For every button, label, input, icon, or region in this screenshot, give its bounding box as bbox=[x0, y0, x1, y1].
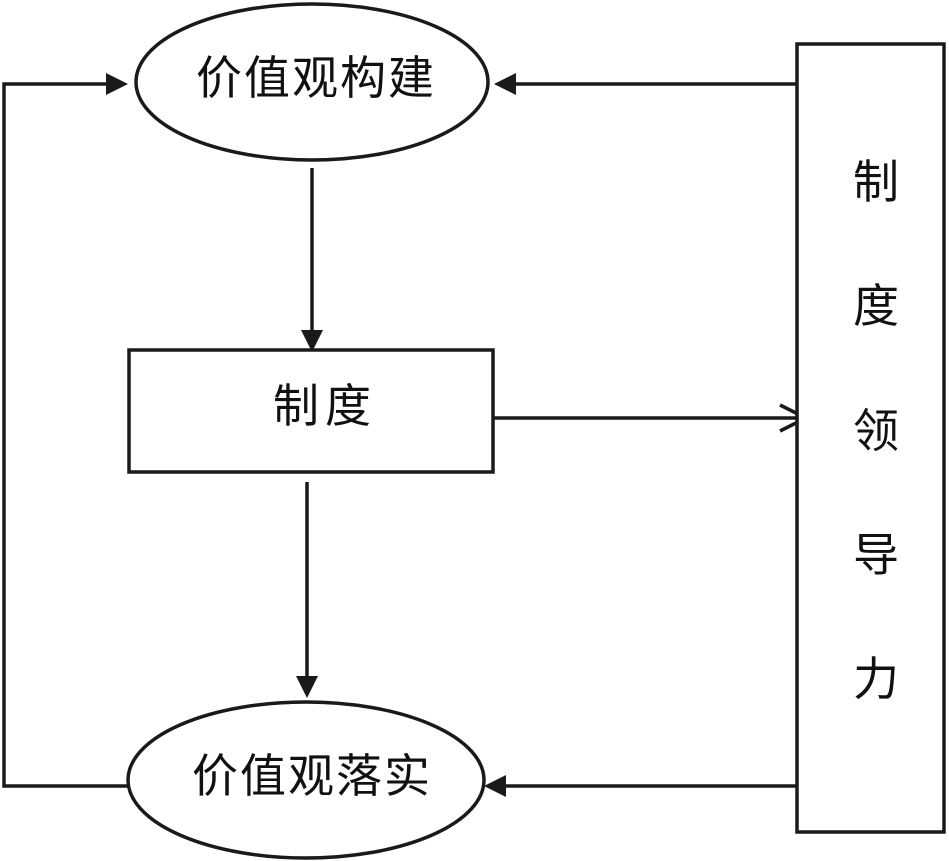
leadership-char-2: 度 bbox=[853, 279, 899, 333]
leadership-char-4: 导 bbox=[853, 528, 899, 582]
node-value-construction-label: 价值观构建 bbox=[196, 51, 436, 105]
leadership-char-5: 力 bbox=[853, 652, 899, 706]
arrowhead-implementation-right bbox=[484, 775, 506, 797]
arrowhead-system-top bbox=[301, 330, 323, 352]
arrowhead-construction-left bbox=[106, 73, 128, 95]
leadership-char-1: 制 bbox=[853, 155, 899, 209]
node-value-implementation-label: 价值观落实 bbox=[192, 749, 432, 803]
node-institutional-leadership bbox=[795, 42, 946, 834]
node-value-implementation bbox=[126, 700, 486, 860]
arrowhead-implementation-top bbox=[296, 676, 318, 698]
node-value-construction bbox=[134, 2, 490, 162]
arrowhead-construction-right bbox=[494, 73, 516, 95]
leadership-char-3: 领 bbox=[853, 404, 899, 458]
edge-feedback-loop bbox=[2, 82, 128, 788]
node-system-label: 制度 bbox=[273, 379, 377, 433]
node-system bbox=[127, 348, 495, 474]
